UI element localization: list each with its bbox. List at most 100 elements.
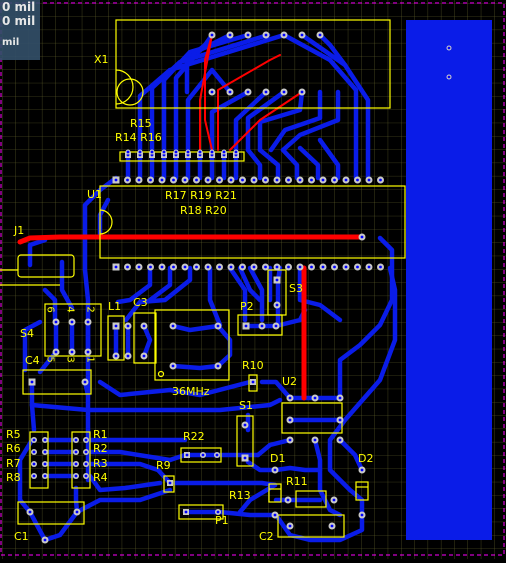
pad-hole [332,498,336,502]
pad-hole [275,303,279,307]
pad-hole [149,265,152,269]
pad-hole [333,265,336,269]
pad-hole [447,75,451,79]
pad-hole [367,178,371,182]
pad-hole [313,396,317,400]
pad-hole [149,178,152,182]
pad-hole [32,450,36,454]
pad-hole [54,350,58,354]
pad-hole [70,320,74,324]
pad-hole [229,178,233,182]
pad-hole [138,150,142,154]
pad-hole [183,265,187,269]
pad-hole [83,380,87,384]
pad-hole [298,178,302,182]
pads[interactable] [26,31,452,544]
pad-hole [30,380,34,384]
pad-hole [137,178,141,182]
pad-hole [300,33,304,37]
pad-hole [234,150,238,154]
pad-hole [228,33,232,37]
pad-hole [218,265,221,269]
pad-hole [282,33,286,37]
pad-hole [171,324,175,328]
pad-hole [43,450,47,454]
readout-line-1: 0 mil [2,0,36,14]
pad-hole [447,46,451,50]
pad-hole [126,178,129,182]
bottom-traces[interactable] [17,32,398,543]
readout-line-2: 0 mil [2,14,36,28]
pad-hole [246,90,250,94]
pad-hole [201,453,205,457]
pad-hole [228,90,232,94]
pad-hole [43,438,47,442]
top-traces[interactable] [17,34,365,401]
pad-hole [264,265,267,269]
pad-hole [344,178,348,182]
pad-hole [84,450,88,454]
pad-hole [313,438,317,442]
pad-hole [241,265,244,269]
coordinate-readout: 0 mil 0 mil mil [0,0,40,60]
pad-hole [344,265,348,269]
pad-hole [273,513,277,517]
pad-hole [241,178,244,182]
pad-hole [310,265,313,269]
pad-hole [186,150,190,154]
pad-hole [229,265,233,269]
pad-hole [172,178,175,182]
pad-hole [310,178,313,182]
copper-pour[interactable] [406,20,492,540]
pad-hole [338,396,342,400]
pad-hole [264,90,268,94]
pad-hole [162,150,166,154]
pad-hole [360,235,364,239]
pad-hole [275,178,279,182]
pad-hole [338,438,342,442]
readout-line-3: mil [2,37,20,48]
pad-hole [126,354,130,358]
pad-hole [74,462,78,466]
pad-hole [287,265,290,269]
pad-hole [288,438,292,442]
pad-hole [174,150,178,154]
pad-hole [43,538,47,542]
pad-hole [126,150,130,154]
pad-hole [74,450,78,454]
pad-hole [246,33,250,37]
pad-hole [321,178,325,182]
pad-hole [74,474,78,478]
pad-hole [275,278,279,282]
pad-hole [54,320,58,324]
pad-hole [84,474,88,478]
pad-hole [184,510,188,514]
pad-hole [210,33,214,37]
pad-hole [74,438,78,442]
pad-hole [206,265,210,269]
pad-hole [330,524,334,528]
pad-hole [114,324,118,328]
pad-hole [84,462,88,466]
pad-hole [379,265,382,269]
pad-hole [367,265,371,269]
pad-hole [244,324,248,328]
pad-hole [160,265,164,269]
pad-hole [288,418,292,422]
pad-hole [264,33,268,37]
pad-hole [198,150,202,154]
pad-hole [360,468,364,472]
pad-hole [150,150,154,154]
pad-hole [28,510,32,514]
pad-hole [168,481,172,485]
pad-hole [275,265,279,269]
pad-hole [288,396,292,400]
pad-hole [84,438,88,442]
pad-hole [172,265,175,269]
pad-hole [114,178,118,182]
pad-hole [379,178,382,182]
pad-hole [273,468,277,472]
